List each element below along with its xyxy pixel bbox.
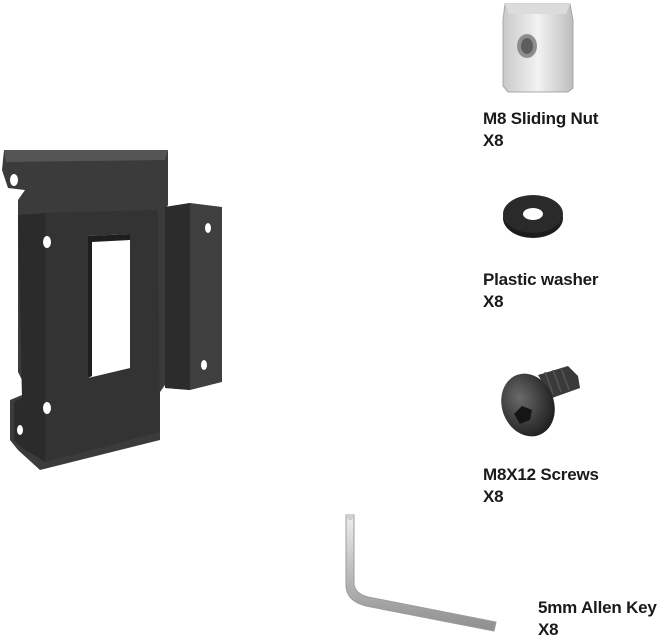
item-quantity: X8 (483, 131, 504, 150)
washer-label: Plastic washer X8 (483, 269, 599, 313)
allen-key-label: 5mm Allen Key X8 (538, 597, 657, 641)
item-name: Plastic washer (483, 270, 599, 289)
washer-icon (503, 195, 563, 238)
allen-key-icon (345, 514, 497, 632)
item-quantity: X8 (538, 620, 559, 639)
sliding-nut-icon (502, 3, 574, 93)
item-quantity: X8 (483, 292, 504, 311)
item-name: M8 Sliding Nut (483, 109, 599, 128)
item-name: M8X12 Screws (483, 465, 599, 484)
sliding-nut-label: M8 Sliding Nut X8 (483, 108, 598, 152)
screw-icon (501, 366, 580, 437)
item-name: 5mm Allen Key (538, 598, 657, 617)
screws-label: M8X12 Screws X8 (483, 464, 599, 508)
item-quantity: X8 (483, 487, 504, 506)
mounting-bracket-icon (2, 150, 222, 470)
